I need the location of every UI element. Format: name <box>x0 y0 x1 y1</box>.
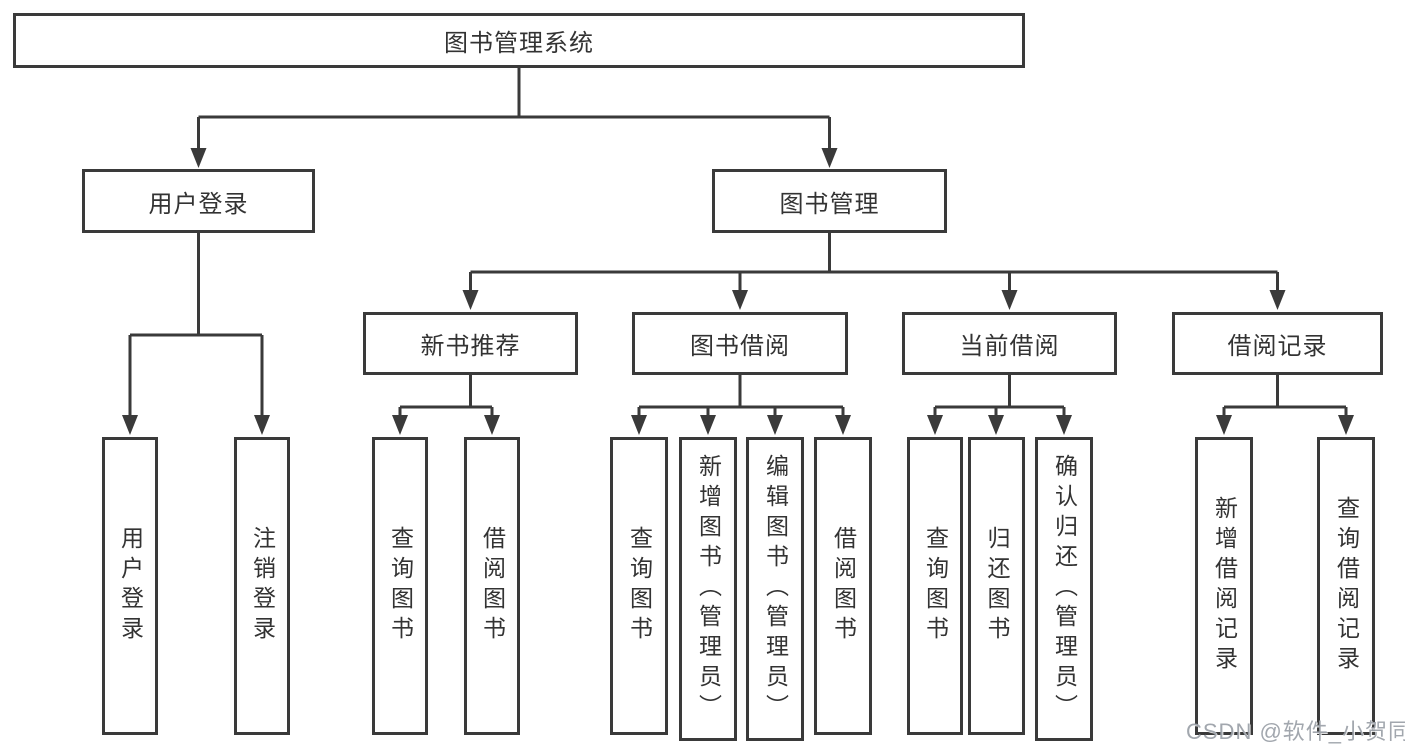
leaf-edit-book-admin: 编辑图书（管理员） <box>746 437 804 741</box>
leaf-query-books-borrowing: 查询图书 <box>610 437 668 735</box>
watermark: CSDN @软件_小贺同学 <box>1186 719 1405 744</box>
node-label: 查询图书 <box>626 526 653 646</box>
leaf-confirm-return-admin: 确认归还（管理员） <box>1035 437 1093 741</box>
leaf-add-book-admin: 新增图书（管理员） <box>679 437 737 741</box>
node-current-borrowing: 当前借阅 <box>902 312 1117 375</box>
node-label: 编辑图书（管理员） <box>762 454 789 724</box>
leaf-borrow-books-recommend: 借阅图书 <box>464 437 520 735</box>
leaf-query-borrow-record: 查询借阅记录 <box>1317 437 1375 735</box>
node-label: 注销登录 <box>249 526 276 646</box>
node-label: 归还图书 <box>984 526 1010 646</box>
leaf-borrow-books: 借阅图书 <box>814 437 872 735</box>
node-label: 查询借阅记录 <box>1333 496 1360 676</box>
leaf-query-books-recommend: 查询图书 <box>372 437 428 735</box>
leaf-logout: 注销登录 <box>234 437 290 735</box>
node-label: 用户登录 <box>148 190 249 218</box>
leaf-return-books: 归还图书 <box>968 437 1025 735</box>
leaf-query-books-current: 查询图书 <box>907 437 963 735</box>
node-label: 借阅图书 <box>479 526 506 646</box>
node-label: 图书管理系统 <box>444 30 594 57</box>
node-label: 查询图书 <box>387 526 414 646</box>
node-book-management: 图书管理 <box>712 169 947 233</box>
node-label: 图书管理 <box>779 190 880 218</box>
node-label: 查询图书 <box>922 526 949 646</box>
node-label: 用户登录 <box>117 526 144 646</box>
node-label: 确认归还（管理员） <box>1051 454 1078 724</box>
node-book-borrowing: 图书借阅 <box>632 312 848 375</box>
node-label: 新书推荐 <box>420 333 521 360</box>
node-label: 新增图书（管理员） <box>695 454 722 724</box>
node-label: 当前借阅 <box>959 333 1060 360</box>
node-label: 借阅记录 <box>1227 333 1328 360</box>
node-new-book-recommend: 新书推荐 <box>363 312 578 375</box>
node-borrow-records: 借阅记录 <box>1172 312 1383 375</box>
arrowheads <box>122 148 1354 435</box>
node-label: 借阅图书 <box>830 526 857 646</box>
leaf-user-login: 用户登录 <box>102 437 158 735</box>
leaf-add-borrow-record: 新增借阅记录 <box>1195 437 1253 735</box>
node-user-login: 用户登录 <box>82 169 315 233</box>
node-root: 图书管理系统 <box>13 13 1025 68</box>
node-label: 新增借阅记录 <box>1211 496 1238 676</box>
node-label: 图书借阅 <box>690 333 790 360</box>
